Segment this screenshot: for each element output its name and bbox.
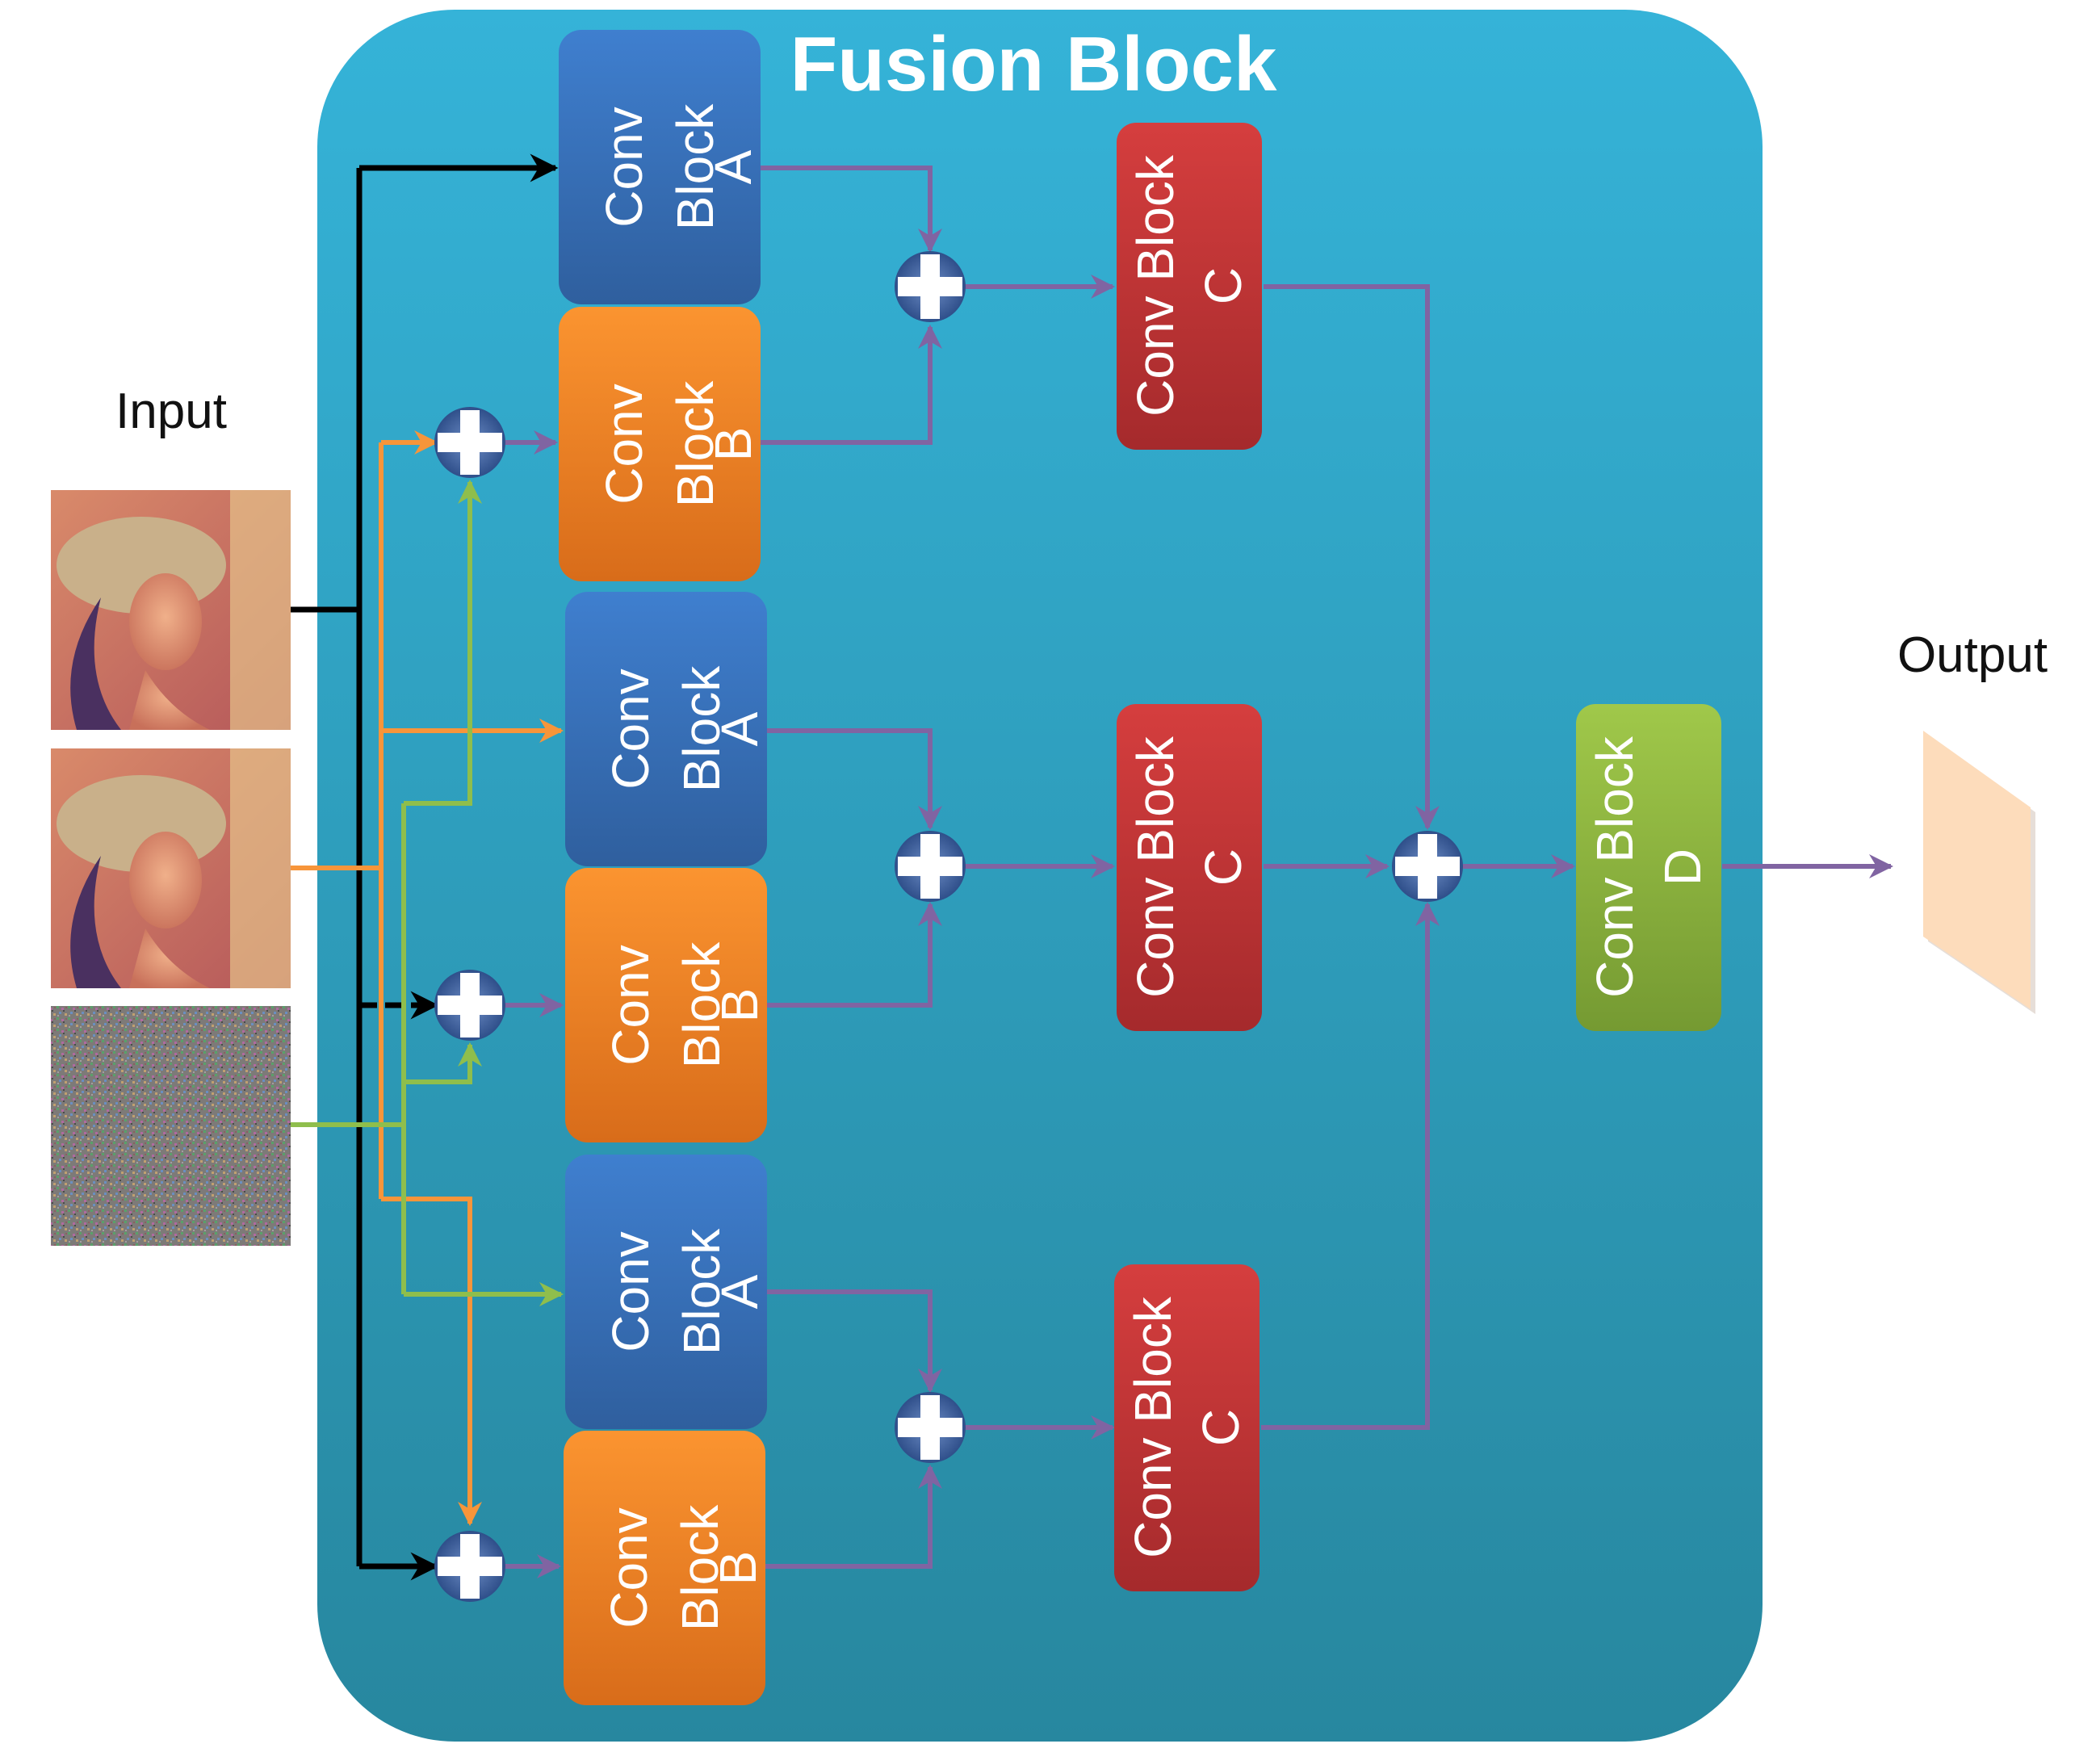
purple-internal-routes — [505, 166, 1893, 1578]
input-label: Input — [115, 384, 227, 439]
svg-text:Conv Block: Conv Block — [1126, 736, 1184, 998]
svg-text:Block: Block — [666, 380, 724, 508]
svg-text:B: B — [704, 427, 762, 462]
svg-text:Conv: Conv — [595, 384, 653, 504]
conv-block-c: Conv Block C — [1117, 123, 1262, 450]
svg-text:Block: Block — [666, 103, 724, 231]
conv-block-b: Conv Block B — [559, 307, 762, 581]
conv-block-b: Conv Block B — [565, 868, 769, 1142]
svg-text:Conv Block: Conv Block — [1586, 736, 1644, 998]
green-input-routes — [291, 480, 564, 1306]
plus-circle-icon — [434, 1531, 505, 1602]
svg-text:Block: Block — [673, 941, 731, 1069]
conv-block-b: Conv Block B — [564, 1431, 767, 1705]
orange-input-routes — [291, 430, 564, 1526]
plus-circle-icon — [434, 407, 505, 478]
conv-block-a: Conv Block A — [565, 592, 769, 866]
portrait-photo-icon — [51, 490, 291, 730]
fusion-block-title: Fusion Block — [790, 21, 1277, 107]
portrait-photo-icon — [51, 748, 291, 988]
output-label: Output — [1897, 627, 2048, 683]
plus-circle-icon — [1392, 831, 1463, 902]
svg-text:Conv Block: Conv Block — [1126, 154, 1184, 417]
svg-text:A: A — [710, 1274, 769, 1309]
plus-circle-icon — [434, 970, 505, 1041]
conv-block-c: Conv Block C — [1114, 1264, 1260, 1591]
svg-text:C: C — [1194, 849, 1252, 886]
conv-block-c: Conv Block C — [1117, 704, 1262, 1031]
conv-block-d: Conv Block D — [1576, 704, 1721, 1031]
conv-block-a: Conv Block A — [565, 1155, 769, 1429]
svg-text:C: C — [1192, 1409, 1250, 1446]
svg-text:Conv: Conv — [595, 107, 653, 227]
svg-text:B: B — [709, 1551, 767, 1586]
fusion-block-panel — [317, 10, 1763, 1742]
noise-image-icon — [51, 1006, 291, 1246]
svg-text:Conv: Conv — [600, 1507, 658, 1628]
svg-text:D: D — [1654, 849, 1712, 886]
svg-text:Conv Block: Conv Block — [1124, 1296, 1182, 1558]
svg-text:Block: Block — [673, 665, 731, 793]
svg-text:Block: Block — [671, 1504, 729, 1632]
conv-block-a: Conv Block A — [559, 30, 762, 304]
plus-circle-icon — [895, 1392, 966, 1463]
svg-text:C: C — [1194, 267, 1252, 304]
svg-text:A: A — [704, 149, 762, 184]
svg-text:A: A — [710, 711, 769, 746]
feature-map-icon — [1923, 731, 2035, 1014]
plus-circle-icon — [895, 251, 966, 322]
svg-text:Block: Block — [673, 1228, 731, 1356]
svg-text:Conv: Conv — [601, 1231, 660, 1352]
plus-circle-icon — [895, 831, 966, 902]
svg-text:Conv: Conv — [601, 669, 660, 789]
svg-text:Conv: Conv — [601, 945, 660, 1065]
svg-text:B: B — [710, 988, 769, 1023]
